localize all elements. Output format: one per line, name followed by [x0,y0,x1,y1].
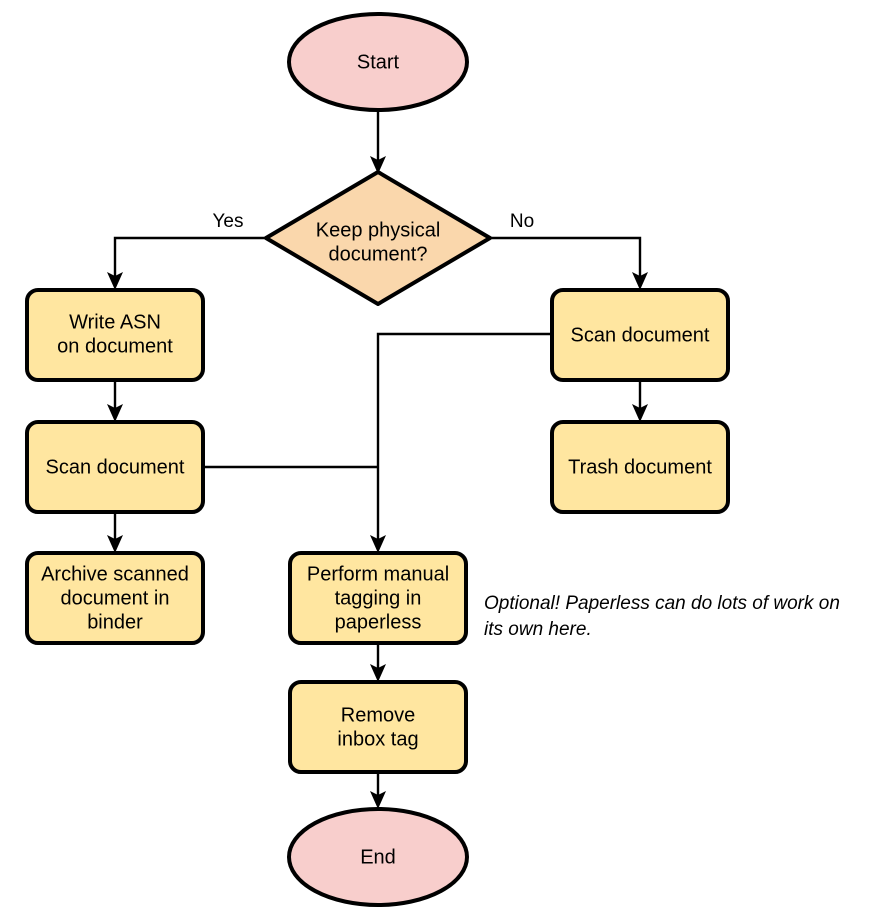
scan-document-right-label: Scan document [571,324,710,346]
trash-document-box[interactable] [550,420,730,514]
scan-document-left-box[interactable] [25,420,205,514]
end-ellipse[interactable] [287,807,469,907]
start-ellipse[interactable] [287,12,469,112]
annotation-optional-note: Optional! Paperless can do lots of work … [484,593,840,640]
edge-layer: Yes No [107,110,648,809]
edge-scan-right-to-tagging [370,332,552,553]
write-asn-label-line2: on document [57,335,173,357]
edge-line [376,332,552,543]
node-decision-keep-physical-document[interactable]: Keep physical document? [264,170,492,306]
node-layer: Start Keep physical document? Write ASN … [25,12,730,907]
tagging-label-line2: tagging in [335,587,422,609]
decision-label-line1: Keep physical [316,219,441,241]
edge-scan-left-to-archive [107,512,123,553]
edge-start-to-decision [370,110,386,174]
optional-note-line2: its own here. [484,619,592,640]
edge-remove-inbox-to-end [370,772,386,809]
node-start[interactable]: Start [287,12,469,112]
edge-write-asn-to-scan-left [107,380,123,422]
edge-label-yes: Yes [213,211,244,232]
node-end[interactable]: End [287,807,469,907]
start-label: Start [357,51,400,73]
arrowhead-icon [632,404,648,422]
archive-label-line3: binder [87,611,143,633]
archive-label-line2: document in [61,587,170,609]
end-label: End [360,846,396,868]
edge-line [490,236,642,280]
decision-label-line2: document? [329,243,428,265]
tagging-box[interactable] [288,551,468,645]
edge-decision-to-write-asn: Yes [107,211,266,290]
edge-tagging-to-remove-inbox [370,643,386,682]
arrowhead-icon [370,664,386,682]
decision-diamond[interactable] [264,170,492,306]
node-archive-scanned-document[interactable]: Archive scanned document in binder [25,551,205,645]
scan-document-right-box[interactable] [550,288,730,382]
node-perform-manual-tagging[interactable]: Perform manual tagging in paperless [288,551,468,645]
edge-scan-right-to-trash [632,380,648,422]
trash-document-label: Trash document [568,456,712,478]
tagging-label-line3: paperless [335,611,422,633]
node-write-asn[interactable]: Write ASN on document [25,288,205,382]
node-scan-document-left[interactable]: Scan document [25,420,205,514]
archive-label-line1: Archive scanned [41,563,189,585]
node-remove-inbox-tag[interactable]: Remove inbox tag [288,680,468,774]
arrowhead-icon [107,404,123,422]
node-scan-document-right[interactable]: Scan document [550,288,730,382]
arrowhead-icon [107,272,123,290]
arrowhead-icon [107,535,123,553]
remove-inbox-label-line2: inbox tag [337,728,418,750]
edge-label-no: No [510,211,534,232]
edge-decision-to-scan-right: No [490,211,648,290]
write-asn-label-line1: Write ASN [69,311,161,333]
write-asn-box[interactable] [25,288,205,382]
arrowhead-icon [370,791,386,809]
arrowhead-icon [632,272,648,290]
node-trash-document[interactable]: Trash document [550,420,730,514]
scan-document-left-label: Scan document [46,456,185,478]
archive-box[interactable] [25,551,205,645]
remove-inbox-label-line1: Remove [341,704,415,726]
remove-inbox-tag-box[interactable] [288,680,468,774]
arrowhead-icon [370,535,386,553]
edge-line [113,236,266,280]
arrowhead-icon [370,156,386,174]
tagging-label-line1: Perform manual [307,563,449,585]
optional-note-line1: Optional! Paperless can do lots of work … [484,593,840,614]
